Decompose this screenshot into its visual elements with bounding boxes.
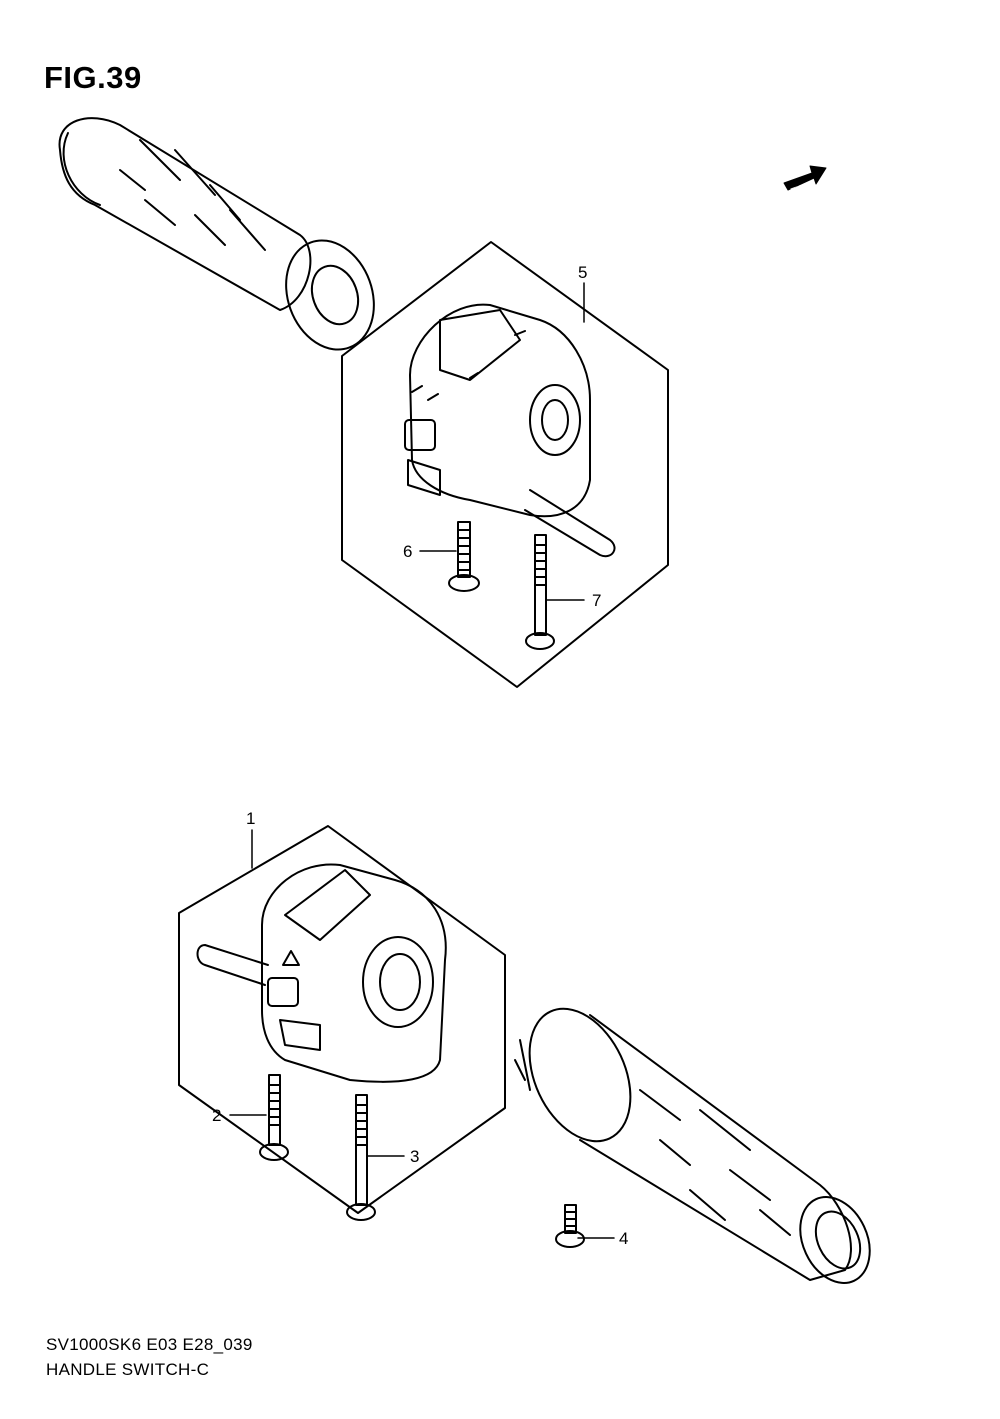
- screw-3: [346, 1094, 376, 1221]
- callout-labels: 1 2 3 4 5 6 7: [212, 263, 628, 1248]
- upper-assembly-outline: [341, 241, 669, 688]
- callout-6: 6: [403, 542, 412, 561]
- callout-7: 7: [592, 591, 601, 610]
- diagram-caption: HANDLE SWITCH-C: [46, 1360, 210, 1379]
- callout-2: 2: [212, 1106, 221, 1125]
- leader-lines: [229, 282, 615, 1239]
- right-handle-switch: [404, 303, 616, 558]
- left-handle-switch: [196, 863, 447, 1083]
- lower-assembly-outline: [178, 825, 506, 1214]
- left-grip: [58, 117, 375, 351]
- model-code: SV1000SK6 E03 E28_039: [46, 1335, 253, 1354]
- callout-5: 5: [578, 263, 587, 282]
- fwd-arrow-icon: FWD: [783, 165, 827, 198]
- screw-6: [448, 521, 480, 592]
- callout-3: 3: [410, 1147, 419, 1166]
- callout-1: 1: [246, 809, 255, 828]
- callout-4: 4: [619, 1229, 628, 1248]
- right-grip: [514, 1007, 871, 1284]
- screw-2: [259, 1074, 289, 1161]
- screw-7: [525, 534, 555, 650]
- screw-4: [555, 1204, 585, 1248]
- figure-title: FIG.39: [44, 60, 142, 95]
